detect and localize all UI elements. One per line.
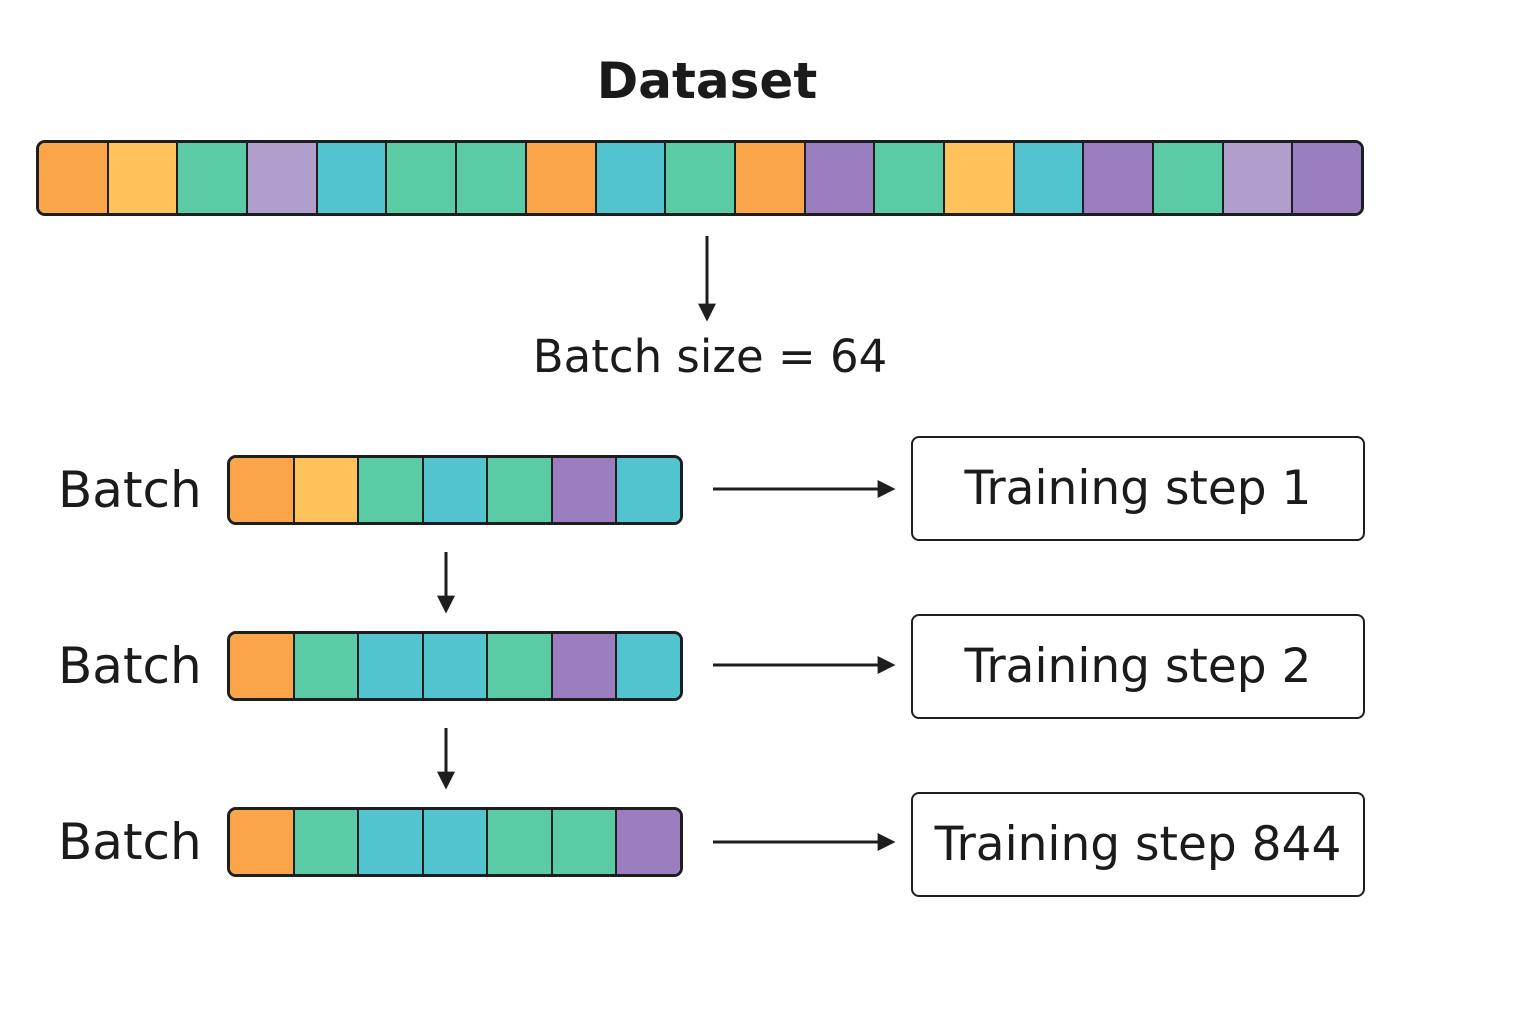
purple-sample-cell [1293, 143, 1361, 213]
batch-strip [227, 631, 683, 701]
yellow-sample-cell [108, 143, 179, 213]
orange-sample-cell [230, 810, 295, 874]
green-sample-cell [488, 634, 553, 698]
green-sample-cell [359, 458, 424, 522]
yellow-sample-cell [944, 143, 1015, 213]
cyan-sample-cell [617, 458, 680, 522]
lavender-sample-cell [248, 143, 318, 213]
green-sample-cell [178, 143, 249, 213]
purple-sample-cell [617, 810, 680, 874]
batch-strip [227, 807, 683, 877]
green-sample-cell [552, 810, 618, 874]
purple-sample-cell [552, 458, 618, 522]
training-step-box: Training step 844 [911, 792, 1365, 897]
green-sample-cell [1154, 143, 1224, 213]
cyan-sample-cell [359, 634, 424, 698]
batch-label: Batch [58, 461, 202, 519]
batch-size-label: Batch size = 64 [532, 330, 888, 383]
cyan-sample-cell [423, 458, 489, 522]
orange-sample-cell [230, 458, 295, 522]
green-sample-cell [294, 810, 360, 874]
batch-label: Batch [58, 637, 202, 695]
cyan-sample-cell [596, 143, 667, 213]
orange-sample-cell [735, 143, 806, 213]
green-sample-cell [387, 143, 458, 213]
cyan-sample-cell [317, 143, 388, 213]
purple-sample-cell [552, 634, 618, 698]
cyan-sample-cell [617, 634, 680, 698]
dataset-title: Dataset [596, 52, 818, 110]
orange-sample-cell [230, 634, 295, 698]
green-sample-cell [666, 143, 736, 213]
green-sample-cell [457, 143, 527, 213]
training-step-box: Training step 2 [911, 614, 1365, 719]
cyan-sample-cell [1014, 143, 1085, 213]
orange-sample-cell [526, 143, 597, 213]
yellow-sample-cell [294, 458, 360, 522]
orange-sample-cell [39, 143, 109, 213]
training-step-box: Training step 1 [911, 436, 1365, 541]
batch-strip [227, 455, 683, 525]
lavender-sample-cell [1223, 143, 1294, 213]
purple-sample-cell [1084, 143, 1154, 213]
batch-label: Batch [58, 813, 202, 871]
green-sample-cell [488, 458, 553, 522]
dataset-strip [36, 140, 1364, 216]
green-sample-cell [294, 634, 360, 698]
green-sample-cell [875, 143, 945, 213]
cyan-sample-cell [423, 810, 489, 874]
cyan-sample-cell [359, 810, 424, 874]
cyan-sample-cell [423, 634, 489, 698]
green-sample-cell [488, 810, 553, 874]
purple-sample-cell [805, 143, 876, 213]
